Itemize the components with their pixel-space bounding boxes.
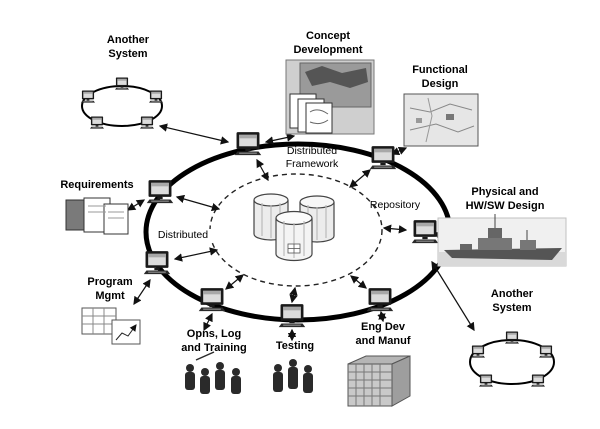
label-concept-development: Concept Development <box>293 30 363 56</box>
requirements-documents-icon <box>65 197 129 235</box>
workstation-icon <box>471 345 485 358</box>
workstation-icon <box>149 90 163 103</box>
testing-people-silhouettes <box>273 359 313 393</box>
label-requirements: Requirements <box>60 179 134 191</box>
workstation-icon <box>411 220 439 244</box>
workstation-icon <box>505 331 519 344</box>
workstation-icon <box>234 132 262 156</box>
label-repository: Repository <box>369 199 421 211</box>
label-physical-hwsw: Physical and HW/SW Design <box>465 186 545 212</box>
workstation-icon <box>140 116 154 129</box>
workstation-icon <box>531 374 545 387</box>
workstation-icon <box>115 77 129 90</box>
repository-databases <box>253 193 335 262</box>
workstation-icon <box>90 116 104 129</box>
workstation-icon <box>143 251 171 275</box>
label-another-system-top: Another System <box>106 34 150 60</box>
workstation-icon <box>146 180 174 204</box>
workstation-icon <box>81 90 95 103</box>
network-ring-top-left <box>81 77 163 129</box>
workstation-icon <box>539 345 553 358</box>
label-another-system-bottom: Another System <box>490 288 534 314</box>
label-program-mgmt: Program Mgmt <box>87 276 133 302</box>
workstation-icon <box>198 288 226 312</box>
network-ring-bottom-right <box>469 331 555 387</box>
ship-image <box>437 214 567 267</box>
center-link-arrows <box>173 158 408 304</box>
label-opns-log-training: Opns, Log and Training <box>181 328 247 354</box>
workstation-icon <box>479 374 493 387</box>
functional-design-map-image <box>403 93 479 147</box>
database-cylinder-icon <box>275 210 313 262</box>
workstation-icon <box>278 304 306 328</box>
label-distributed-framework: Distributed Framework <box>285 145 339 171</box>
workstation-icon <box>366 288 394 312</box>
label-functional-design: Functional Design <box>412 64 468 90</box>
label-eng-dev-manuf: Eng Dev and Manuf <box>355 321 411 347</box>
spreadsheet-chart-icon <box>81 307 141 345</box>
label-testing: Testing <box>275 340 315 352</box>
concept-development-image <box>285 59 375 135</box>
workstation-icon <box>369 146 397 170</box>
opns-people-silhouettes <box>185 351 241 394</box>
factory-building-icon <box>347 355 411 407</box>
label-distributed: Distributed <box>150 229 216 243</box>
